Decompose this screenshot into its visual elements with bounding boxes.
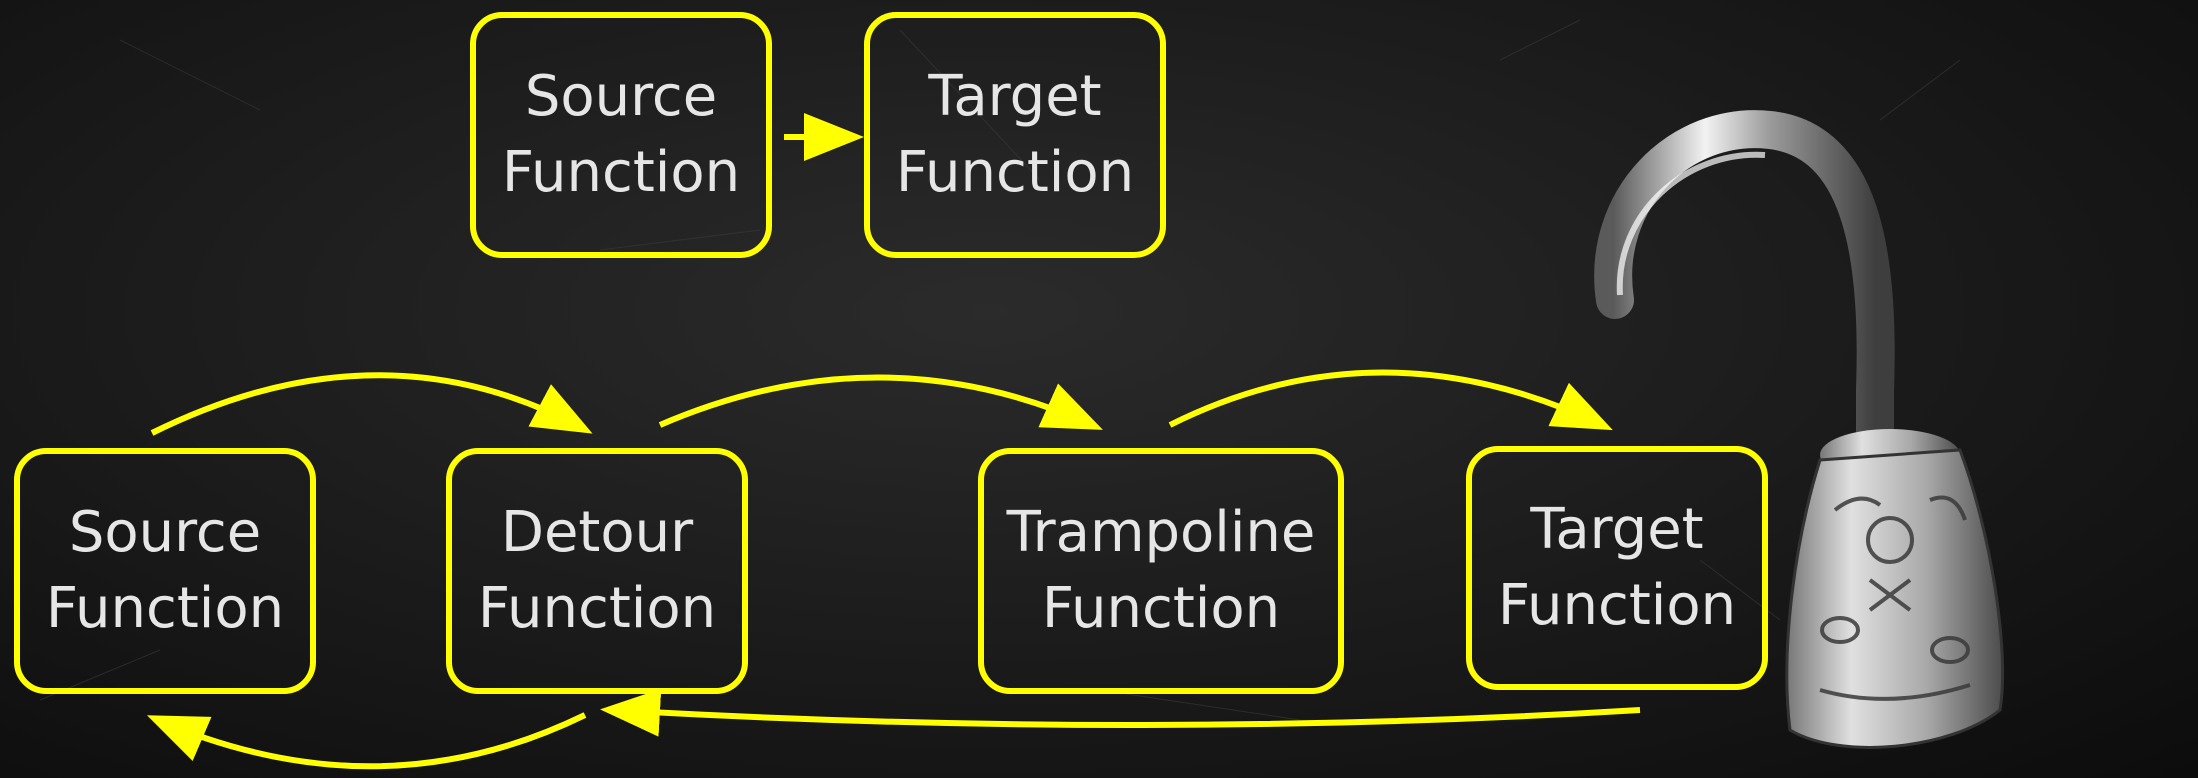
- top-source-function-box: Source Function: [470, 12, 772, 258]
- arrow-target-to-detour: [600, 688, 1641, 737]
- pirate-hook-icon: [1594, 110, 2005, 749]
- box-label-line1: Target: [1530, 497, 1704, 562]
- box-label-line1: Detour: [500, 500, 694, 565]
- box-label-line1: Trampoline: [1006, 500, 1316, 565]
- box-label-line2: Function: [501, 140, 741, 205]
- bottom-source-function-box: Source Function: [14, 448, 316, 694]
- detour-function-box: Detour Function: [446, 448, 748, 694]
- box-label-line1: Source: [524, 64, 718, 129]
- arrow-trampoline-to-target: [1168, 369, 1613, 431]
- arrow-detour-to-source: [146, 712, 587, 770]
- box-label-line2: Function: [1041, 576, 1281, 641]
- box-label-line2: Function: [895, 140, 1135, 205]
- arrow-detour-to-trampoline: [658, 374, 1103, 430]
- box-label-line1: Source: [68, 500, 262, 565]
- top-target-function-box: Target Function: [864, 12, 1166, 258]
- box-label-line2: Function: [477, 576, 717, 641]
- box-label-line1: Target: [928, 64, 1102, 129]
- box-label-line2: Function: [45, 576, 285, 641]
- trampoline-function-box: Trampoline Function: [978, 448, 1344, 694]
- bottom-target-function-box: Target Function: [1466, 446, 1768, 690]
- box-label-line2: Function: [1497, 573, 1737, 638]
- arrow-source-to-detour: [150, 372, 593, 436]
